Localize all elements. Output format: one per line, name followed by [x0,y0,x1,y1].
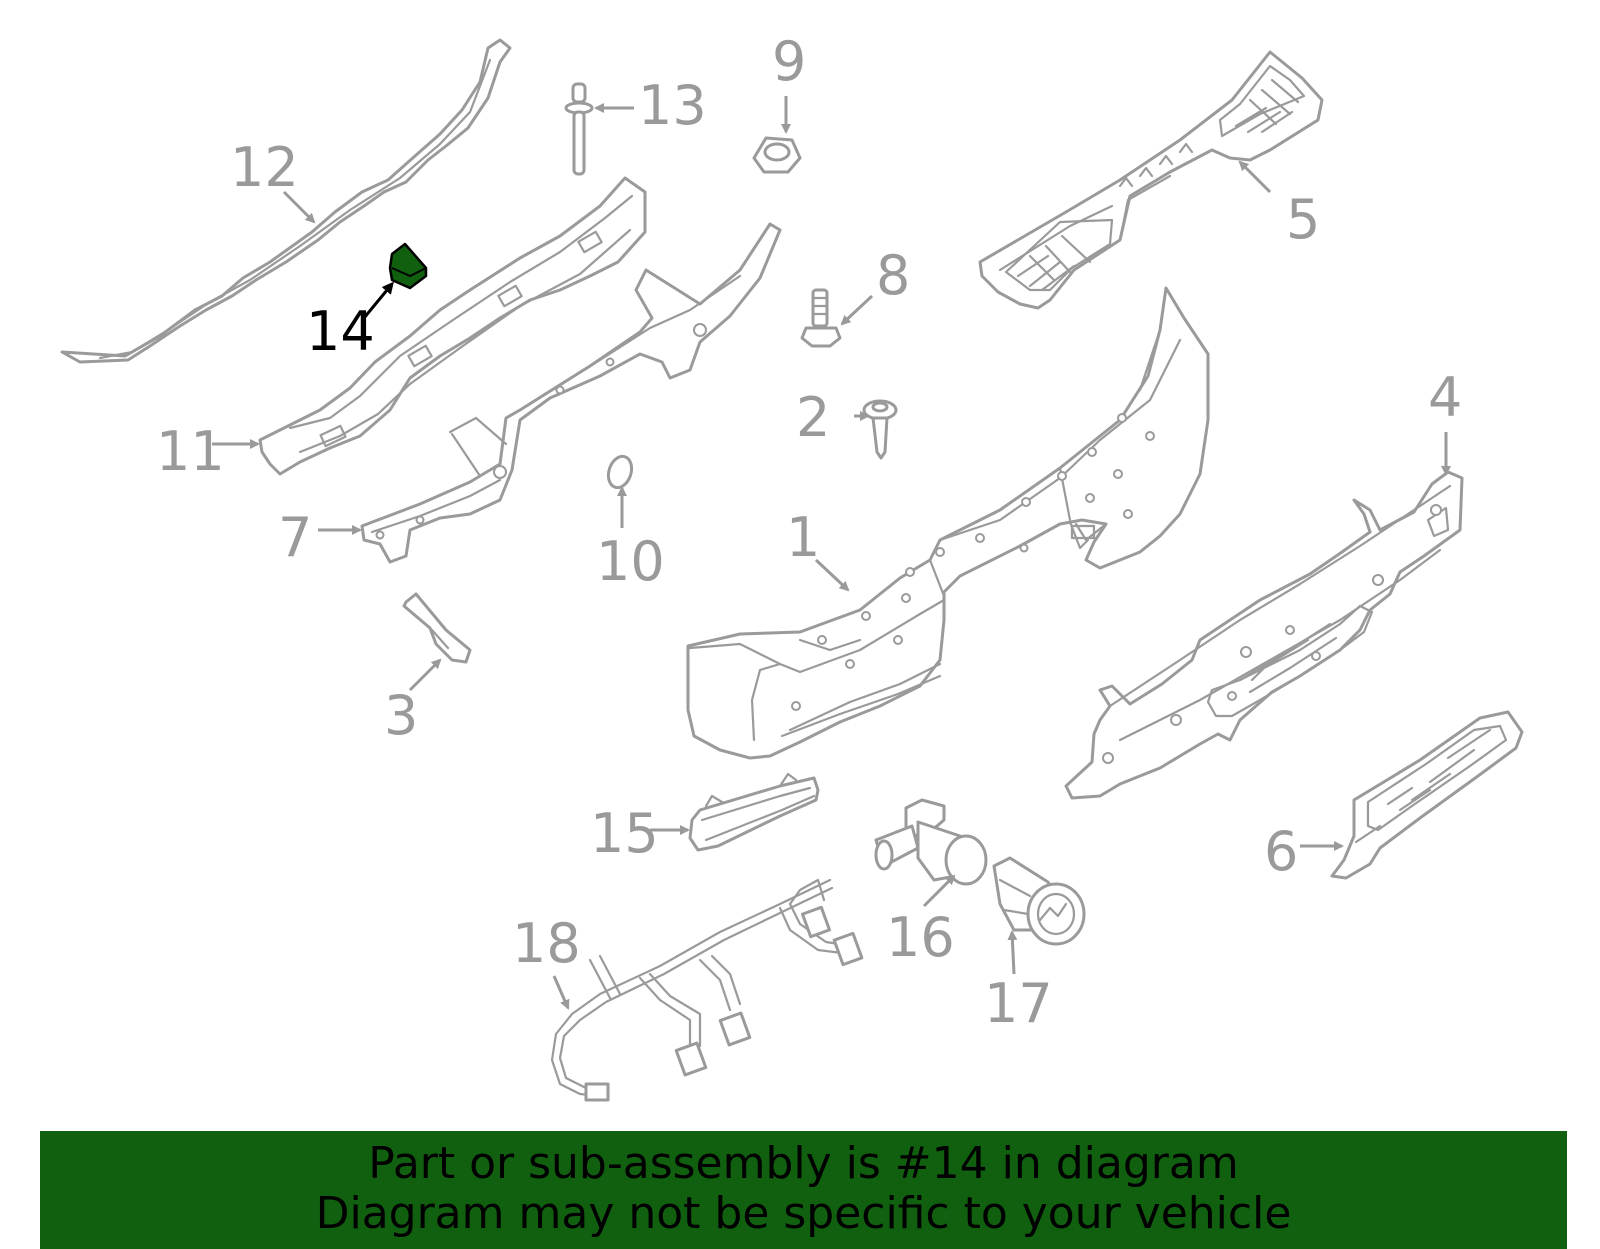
callout-15: 15 [590,802,659,865]
banner-line-2: Diagram may not be specific to your vehi… [315,1188,1292,1239]
callout-3: 3 [384,684,418,747]
callout-17: 17 [984,972,1053,1035]
part-18-harness [550,878,864,1102]
callout-arrows [212,96,1451,1010]
callout-2: 2 [796,386,830,449]
callout-14-highlighted: 14 [306,300,375,363]
info-banner: Part or sub-assembly is #14 in diagram D… [40,1131,1567,1249]
part-13-pin [564,82,594,176]
part-8-bolt [800,288,842,348]
part-14-clip-highlighted[interactable] [388,242,428,290]
part-9-nut [752,136,802,174]
callout-18: 18 [512,912,581,975]
callout-11: 11 [156,420,225,483]
part-1-bumper [686,286,1210,760]
part-12-strip [60,38,512,364]
part-17-holder [992,856,1086,946]
part-10-grommet [606,454,634,490]
callout-5: 5 [1286,188,1320,251]
callout-16: 16 [886,906,955,969]
part-15-light [688,772,820,852]
part-11-absorber [258,176,647,476]
callout-1: 1 [786,506,820,569]
callout-10: 10 [596,530,665,593]
banner-line-1: Part or sub-assembly is #14 in diagram [368,1138,1239,1189]
callout-6: 6 [1264,820,1298,883]
part-7-bracket [360,222,782,564]
part-3-bracket [402,592,472,664]
callout-7: 7 [278,506,312,569]
part-4-frame-bracket [1064,470,1464,800]
callout-12: 12 [230,136,299,199]
callout-labels: 12 13 9 5 8 2 11 7 10 1 3 4 15 6 16 17 1… [156,30,1462,1035]
part-2-screw [862,399,898,460]
callout-13: 13 [638,74,707,137]
callout-4: 4 [1428,366,1462,429]
part-16-sensor [874,798,988,886]
part-5-step-pad [978,50,1324,310]
part-6-side-pad [1330,710,1524,880]
callout-9: 9 [772,30,806,93]
callout-8: 8 [876,244,910,307]
